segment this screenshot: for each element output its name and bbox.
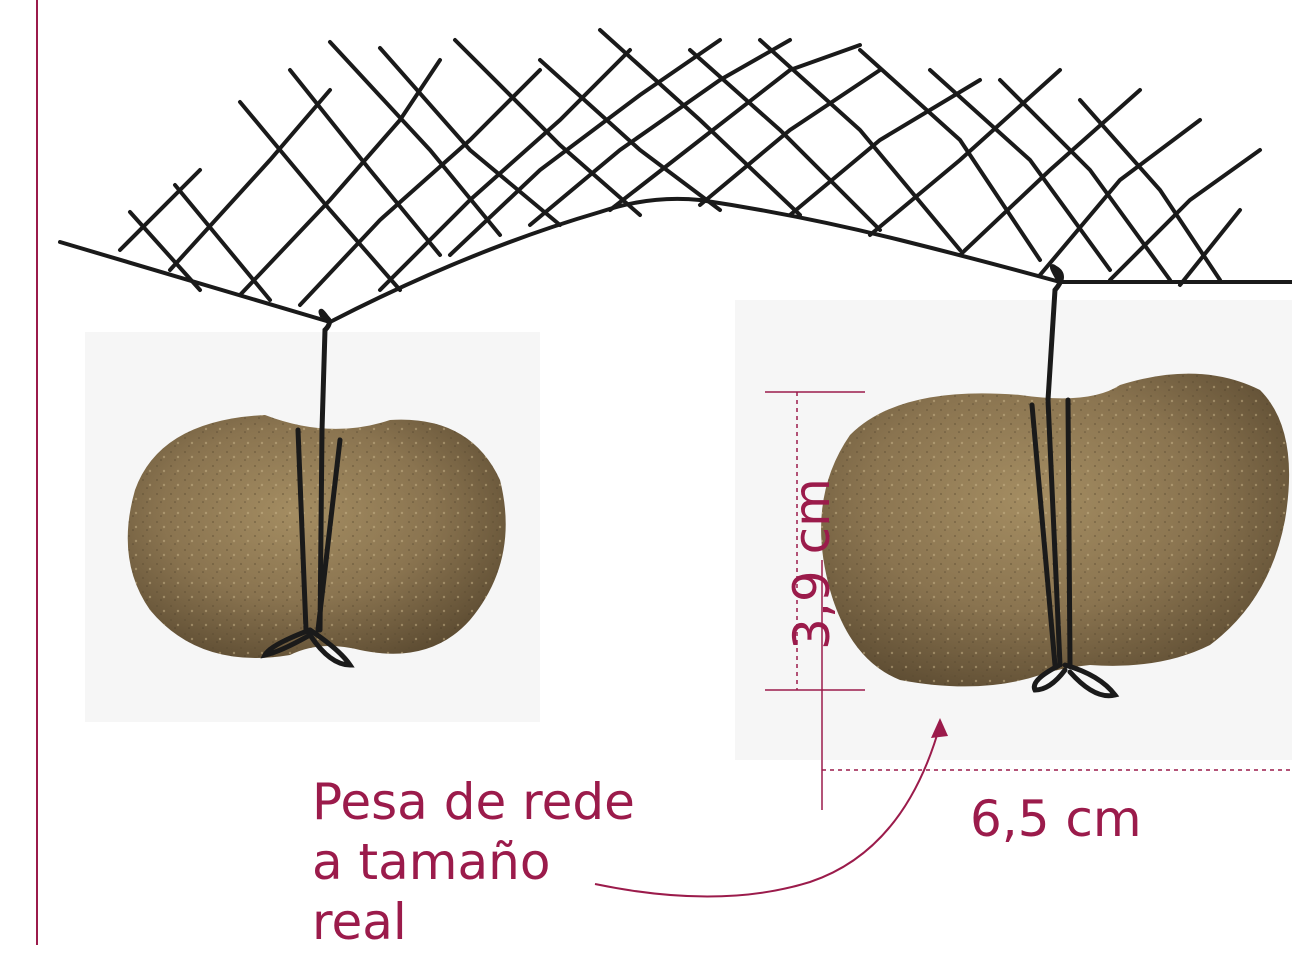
- caption-line-1: Pesa de rede: [312, 772, 635, 832]
- net-mesh: [60, 30, 1292, 322]
- left-sinker: [85, 311, 540, 722]
- caption: Pesa de rede a tamaño real: [312, 772, 635, 952]
- caption-line-3: real: [312, 892, 635, 952]
- caption-line-2: a tamaño: [312, 832, 635, 892]
- width-measurement-label: 6,5 cm: [970, 790, 1142, 848]
- height-measurement-label: 3,9 cm: [783, 454, 841, 674]
